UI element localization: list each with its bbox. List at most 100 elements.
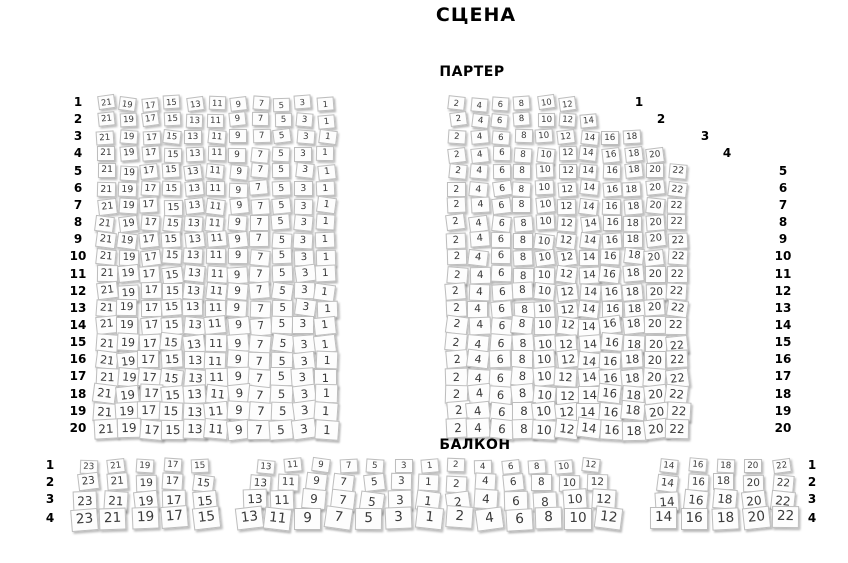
seat[interactable]: 1 (314, 231, 335, 249)
seat[interactable]: 12 (556, 215, 577, 233)
seat[interactable]: 10 (534, 316, 557, 335)
seat[interactable]: 14 (579, 283, 602, 302)
seat[interactable]: 9 (225, 299, 249, 319)
seat[interactable]: 6 (490, 113, 509, 130)
seat[interactable]: 9 (229, 182, 249, 199)
seat[interactable]: 2 (445, 505, 474, 530)
seat[interactable]: 12 (593, 505, 624, 531)
seat[interactable]: 3 (295, 129, 315, 146)
seat[interactable]: 1 (317, 128, 337, 145)
seat[interactable]: 3 (295, 112, 314, 128)
seat[interactable]: 17 (163, 457, 182, 474)
seat[interactable]: 15 (160, 298, 184, 318)
seat[interactable]: 8 (512, 95, 531, 111)
seat[interactable]: 14 (578, 163, 598, 180)
seat[interactable]: 6 (492, 180, 513, 198)
seat[interactable]: 9 (228, 111, 247, 127)
seat[interactable]: 18 (621, 314, 646, 335)
seat[interactable]: 11 (204, 333, 228, 352)
seat[interactable]: 18 (620, 400, 646, 422)
seat[interactable]: 18 (621, 264, 644, 283)
seat[interactable]: 13 (183, 215, 204, 233)
seat[interactable]: 9 (228, 129, 247, 144)
seat[interactable]: 8 (511, 181, 532, 198)
seat[interactable]: 7 (250, 146, 270, 163)
seat[interactable]: 11 (206, 181, 225, 197)
seat[interactable]: 18 (716, 458, 735, 474)
seat[interactable]: 16 (680, 508, 708, 531)
seat[interactable]: 1 (414, 505, 445, 531)
seat[interactable]: 21 (95, 281, 119, 301)
seat[interactable]: 19 (131, 506, 160, 530)
seat[interactable]: 18 (623, 198, 644, 216)
seat[interactable]: 9 (228, 197, 250, 215)
seat[interactable]: 5 (270, 281, 294, 301)
seat[interactable]: 10 (536, 147, 556, 164)
seat[interactable]: 6 (492, 145, 511, 161)
seat[interactable]: 14 (575, 416, 602, 440)
seat[interactable]: 11 (282, 457, 302, 474)
seat[interactable]: 11 (203, 315, 227, 335)
seat[interactable]: 1 (316, 195, 338, 214)
seat[interactable]: 14 (579, 179, 600, 197)
seat[interactable]: 6 (491, 130, 511, 146)
seat[interactable]: 15 (160, 231, 182, 249)
seat[interactable]: 7 (248, 179, 269, 196)
seat[interactable]: 15 (190, 458, 209, 474)
seat[interactable]: 18 (624, 146, 645, 163)
seat[interactable]: 9 (301, 488, 327, 510)
seat[interactable]: 6 (503, 490, 528, 511)
seat[interactable]: 4 (469, 163, 489, 180)
seat[interactable]: 16 (687, 456, 707, 473)
seat[interactable]: 8 (512, 249, 534, 267)
seat[interactable]: 13 (234, 505, 265, 531)
seat[interactable]: 19 (116, 417, 141, 438)
seat[interactable]: 17 (137, 400, 162, 421)
seat[interactable]: 12 (556, 129, 576, 146)
seat[interactable]: 3 (293, 264, 317, 284)
seat[interactable]: 18 (622, 129, 641, 146)
seat[interactable]: 6 (489, 299, 513, 320)
seat[interactable]: 9 (227, 147, 247, 163)
seat[interactable]: 3 (293, 297, 317, 318)
seat[interactable]: 4 (469, 230, 491, 249)
seat[interactable]: 20 (643, 298, 666, 318)
seat[interactable]: 11 (262, 506, 293, 533)
seat[interactable]: 17 (140, 180, 161, 198)
seat[interactable]: 7 (252, 128, 271, 144)
seat[interactable]: 9 (226, 231, 249, 250)
seat[interactable]: 2 (446, 457, 465, 473)
seat[interactable]: 22 (666, 197, 687, 214)
seat[interactable]: 5 (270, 213, 291, 231)
seat[interactable]: 10 (534, 179, 554, 196)
seat[interactable]: 7 (249, 300, 272, 319)
seat[interactable]: 13 (186, 96, 205, 112)
seat[interactable]: 7 (250, 162, 270, 179)
seat[interactable]: 8 (527, 459, 546, 476)
seat[interactable]: 9 (228, 247, 249, 265)
seat[interactable]: 12 (558, 95, 577, 112)
seat[interactable]: 21 (95, 130, 114, 146)
seat[interactable]: 17 (141, 111, 161, 128)
seat[interactable]: 3 (384, 506, 413, 530)
seat[interactable]: 7 (250, 198, 271, 216)
seat[interactable]: 10 (531, 419, 557, 441)
seat[interactable]: 16 (602, 181, 623, 199)
seat[interactable]: 15 (161, 162, 181, 179)
seat[interactable]: 14 (659, 457, 679, 474)
seat[interactable]: 6 (490, 264, 512, 283)
seat[interactable]: 17 (161, 472, 184, 491)
seat[interactable]: 6 (501, 458, 521, 475)
seat[interactable]: 6 (491, 95, 509, 111)
seat[interactable]: 1 (417, 473, 439, 492)
seat[interactable]: 5 (365, 457, 384, 474)
seat[interactable]: 13 (182, 384, 207, 405)
seat[interactable]: 16 (683, 488, 710, 511)
seat[interactable]: 2 (445, 212, 467, 231)
seat[interactable]: 18 (621, 282, 644, 302)
seat[interactable]: 11 (205, 163, 226, 180)
seat[interactable]: 11 (206, 265, 228, 284)
seat[interactable]: 12 (558, 145, 577, 162)
seat[interactable]: 17 (141, 145, 161, 162)
seat[interactable]: 15 (161, 419, 186, 440)
